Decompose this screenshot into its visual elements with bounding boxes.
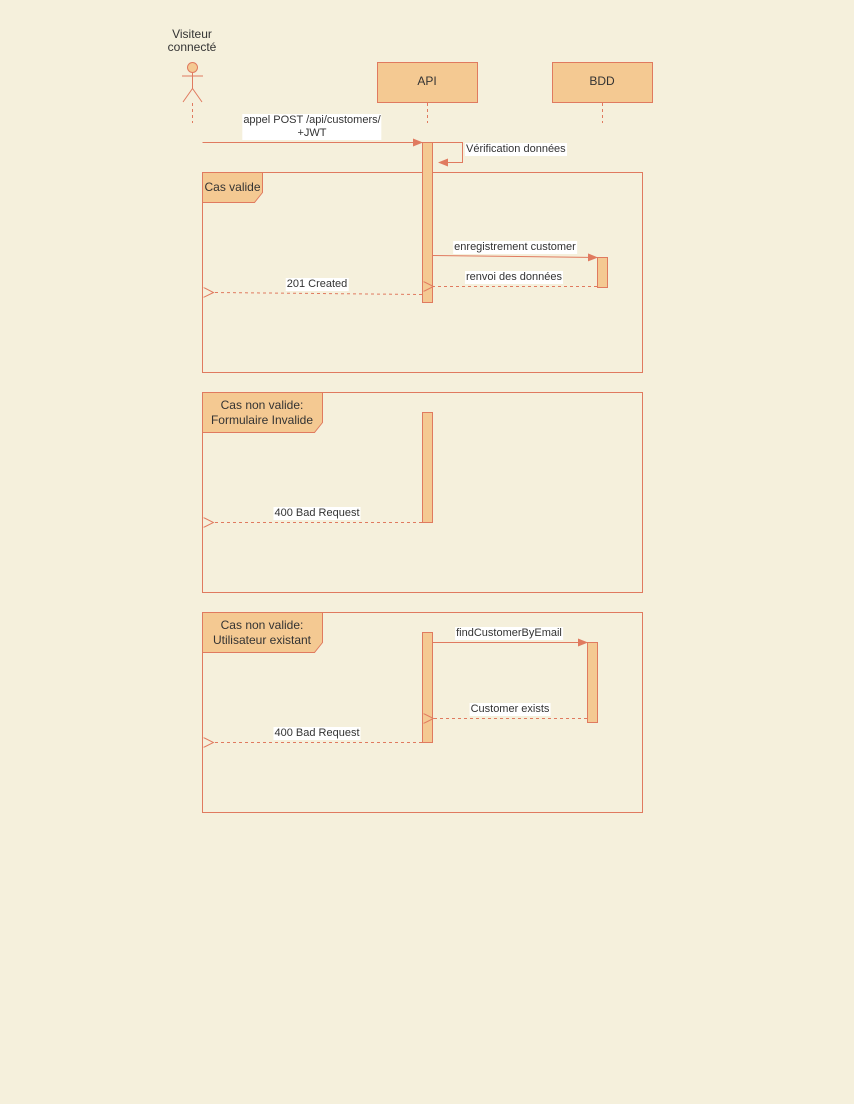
frame-existing-user-label: Cas non valide: Utilisateur existant <box>203 618 321 648</box>
actor-label-line1: Visiteur <box>172 27 212 41</box>
request-label-line2: +JWT <box>297 127 327 139</box>
bdd-participant-box <box>552 62 653 103</box>
frame-valid-tab <box>202 172 263 203</box>
api-activation-valid <box>422 142 433 303</box>
actor-label: Visiteur connecté <box>168 28 217 54</box>
api-participant-label: API <box>417 74 437 88</box>
frame-invalid-form-label: Cas non valide: Formulaire Invalide <box>203 398 321 428</box>
bad-request-existing-label: 400 Bad Request <box>273 727 361 740</box>
self-check-arrow <box>432 142 463 167</box>
frame-invalid-form <box>202 392 643 593</box>
api-participant-box <box>377 62 478 103</box>
bdd-activation-valid <box>597 257 608 288</box>
find-by-email-label: findCustomerByEmail <box>455 627 563 640</box>
bdd-participant-label: BDD <box>589 74 615 88</box>
created-arrow <box>214 293 423 295</box>
data-return-label: renvoi des données <box>464 271 564 284</box>
actor-label-line2: connecté <box>167 40 217 54</box>
frame-valid-label: Cas valide <box>204 180 261 194</box>
created-label: 201 Created <box>285 278 349 291</box>
save-customer-arrow <box>432 253 598 262</box>
frame-existing-user-label-line1: Cas non valide: <box>220 618 304 632</box>
self-check-label: Vérification données <box>465 143 567 156</box>
frame-existing-user-label-line2: Utilisateur existant <box>212 633 312 647</box>
request-label: appel POST /api/customers/ +JWT <box>242 114 382 140</box>
request-label-line1: appel POST /api/customers/ <box>243 114 381 126</box>
api-activation-existing-user <box>422 632 433 743</box>
customer-exists-label: Customer exists <box>469 703 551 716</box>
bdd-activation-existing-user <box>587 642 598 723</box>
bad-request-invalid-label: 400 Bad Request <box>273 507 361 520</box>
frame-existing-user-tab <box>202 612 323 653</box>
api-activation-invalid-form <box>422 412 433 523</box>
save-customer-label: enregistrement customer <box>453 241 577 254</box>
frame-invalid-form-label-line1: Cas non valide: <box>220 398 304 412</box>
frame-existing-user <box>202 612 643 813</box>
frame-invalid-form-label-line2: Formulaire Invalide <box>210 413 314 427</box>
frame-invalid-form-tab <box>202 392 323 433</box>
stick-figure-icon <box>182 62 203 103</box>
